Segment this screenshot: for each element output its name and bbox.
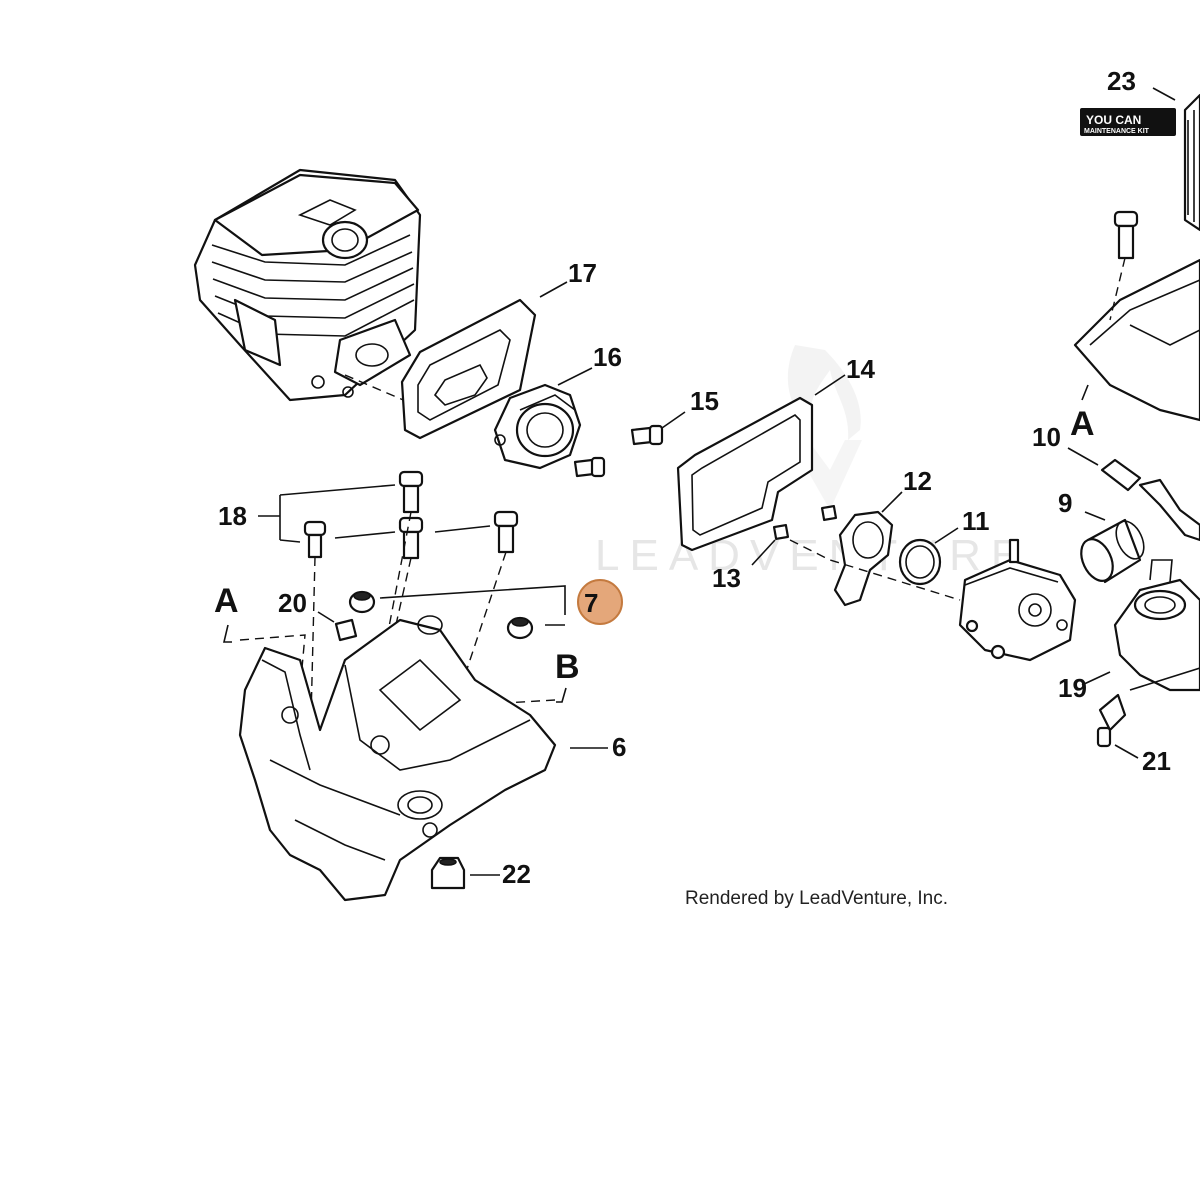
switch-part-10 xyxy=(1100,458,1200,542)
callout-19: 20 xyxy=(278,588,307,618)
leader-6 xyxy=(1114,744,1139,759)
screw-part-15 xyxy=(573,424,664,478)
callout-12: 12 xyxy=(903,466,932,496)
kit-badge-line1: YOU CAN xyxy=(1086,113,1141,127)
callout-21: 6 xyxy=(612,732,626,762)
bumper-part-22 xyxy=(430,856,466,890)
leader-10 xyxy=(1067,447,1099,466)
leader-dash-carb xyxy=(789,539,961,601)
leader-7 xyxy=(1081,671,1111,686)
kit-badge-line2: MAINTENANCE KIT xyxy=(1084,128,1150,135)
watermark-text: LEADVENTURE xyxy=(595,531,1030,580)
leader-20 xyxy=(379,585,566,626)
ref-a-left-dash xyxy=(239,634,306,691)
callout-11: 11 xyxy=(962,506,990,536)
leader-dash-screw xyxy=(1109,257,1126,321)
callout-6: 21 xyxy=(1142,746,1171,776)
reference-a-right: A xyxy=(1070,405,1095,443)
ring-part-11 xyxy=(898,538,942,586)
carburetor-part xyxy=(958,538,1077,662)
intake-gasket-part-17 xyxy=(400,298,537,440)
leader-18 xyxy=(258,484,491,543)
callout-10: 10 xyxy=(1032,422,1061,452)
callout-13: 13 xyxy=(712,563,741,593)
screw-top-right xyxy=(1113,210,1139,260)
callout-23: 23 xyxy=(1107,66,1136,96)
highlight-circle-20[interactable] xyxy=(577,579,623,625)
reference-a-left: A xyxy=(214,582,239,620)
clip-part-19 xyxy=(334,618,358,642)
leader-23 xyxy=(1152,87,1176,101)
cylinder-part xyxy=(193,168,422,402)
ref-a-left-tick xyxy=(222,624,232,643)
ref-b-tick xyxy=(556,687,567,703)
grommet-part-20 xyxy=(348,590,534,640)
callout-18: 18 xyxy=(218,501,247,531)
gasket-frame-part-14 xyxy=(676,396,814,552)
leader-19 xyxy=(317,611,335,623)
callout-16: 16 xyxy=(593,342,622,372)
fuel-filter-part-9 xyxy=(1080,518,1145,584)
air-filter-housing xyxy=(1073,93,1200,422)
leader-12 xyxy=(881,491,903,513)
leader-16 xyxy=(557,367,593,386)
callout-17: 17 xyxy=(568,258,597,288)
leader-15 xyxy=(661,411,686,429)
maintenance-kit-badge: YOU CAN MAINTENANCE KIT xyxy=(1080,108,1176,136)
callout-15: 15 xyxy=(690,386,719,416)
leader-17 xyxy=(539,281,568,298)
callout-7: 19 xyxy=(1058,673,1087,703)
ref-a-right-tick xyxy=(1081,384,1089,401)
manifold-part-7 xyxy=(1113,559,1200,692)
intake-boot-part-16 xyxy=(493,383,582,470)
callout-14: 14 xyxy=(846,354,875,384)
callout-22: 22 xyxy=(502,859,531,889)
leader-13 xyxy=(751,539,776,566)
callout-20[interactable]: 7 xyxy=(584,588,598,618)
reference-b: B xyxy=(555,648,580,686)
leader-14 xyxy=(814,374,846,396)
leader-11 xyxy=(934,527,959,544)
leader-9 xyxy=(1084,511,1106,521)
tank-housing-part-21 xyxy=(238,615,557,902)
bracket-part-12 xyxy=(772,504,894,607)
callout-9: 9 xyxy=(1058,488,1072,518)
credit-text: Rendered by LeadVenture, Inc. xyxy=(685,888,948,909)
nipple-part-6 xyxy=(1096,693,1127,748)
